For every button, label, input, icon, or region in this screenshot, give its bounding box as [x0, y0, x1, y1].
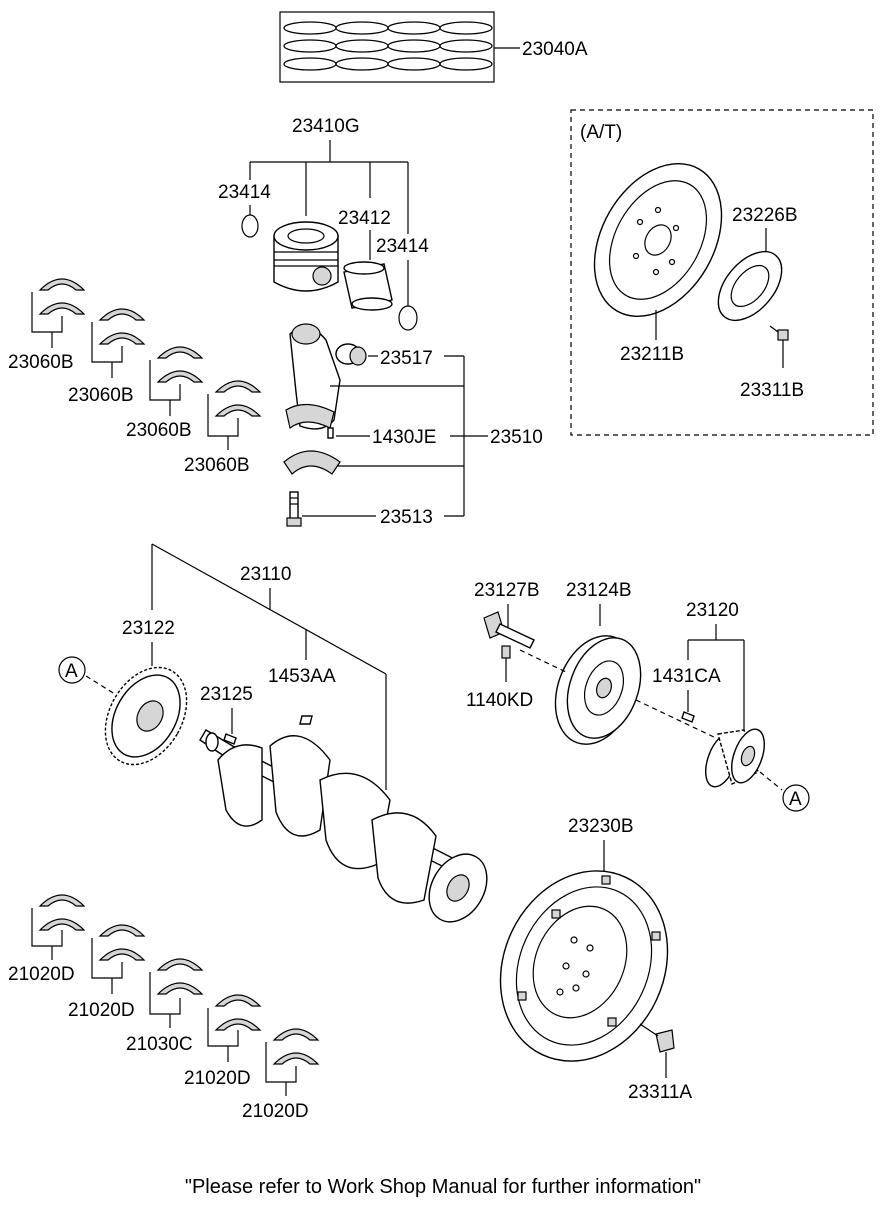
pulley-bolt[interactable]	[483, 611, 535, 649]
label-conrod-assy: 23510	[490, 427, 543, 448]
label-woodruff-key: 1431CA	[652, 666, 721, 687]
svg-text:A: A	[65, 661, 78, 682]
crank-sprocket[interactable]	[699, 725, 770, 791]
label-ring-set: 23040A	[522, 39, 588, 60]
flywheel-bolt[interactable]	[639, 1023, 675, 1053]
label-thrust-bearing: 21030C	[126, 1034, 193, 1055]
label-piston-pin: 23412	[338, 208, 391, 229]
at-heading: (A/T)	[580, 122, 622, 143]
main-bearing-4[interactable]	[265, 1028, 319, 1096]
conrod-bearing-2[interactable]	[91, 308, 145, 378]
piston-ring-set[interactable]	[279, 11, 520, 83]
piston-pin[interactable]	[343, 230, 393, 311]
main-bearing-1[interactable]	[31, 894, 85, 960]
label-adapter-plate: 23226B	[732, 205, 798, 226]
label-drive-plate: 23211B	[620, 344, 684, 365]
ref-a-right: A	[782, 784, 810, 812]
sprocket-assy-leader	[687, 624, 745, 732]
label-pulley-bolt: 23127B	[474, 580, 540, 601]
flywheel[interactable]	[470, 843, 698, 1088]
conrod-assy-leader	[330, 356, 465, 517]
label-sprocket-assy: 23120	[686, 600, 739, 621]
label-damper-pulley: 23124B	[566, 580, 632, 601]
drive-plate-bolt[interactable]	[769, 325, 789, 341]
thrust-bearing[interactable]	[149, 958, 203, 1028]
crankshaft[interactable]	[199, 729, 499, 932]
label-drive-plate-bolt: 23311B	[740, 380, 804, 401]
woodruff-key[interactable]	[681, 711, 695, 723]
label-conrod-bearing-4: 23060B	[184, 455, 250, 476]
snap-ring-left[interactable]	[241, 214, 259, 238]
label-flywheel: 23230B	[568, 816, 634, 837]
crankshaft-assy-leader	[151, 543, 387, 790]
label-snap-ring-left: 23414	[218, 182, 271, 203]
at-section-box	[570, 109, 874, 436]
label-main-bearing-1: 21020D	[8, 964, 75, 985]
main-bearing-3[interactable]	[207, 994, 261, 1062]
label-key-2: 1453AA	[268, 666, 336, 687]
label-main-bearing-4: 21020D	[242, 1101, 309, 1122]
label-flywheel-bolt: 23311A	[628, 1082, 692, 1103]
label-nut: 1430JE	[372, 427, 436, 448]
label-pin: 1140KD	[466, 690, 533, 711]
label-conrod-bearing-3: 23060B	[126, 420, 192, 441]
label-conrod-bearing-2: 23060B	[68, 385, 134, 406]
label-bolt: 23513	[380, 507, 433, 528]
connecting-rod[interactable]	[285, 323, 341, 430]
conrod-cap[interactable]	[283, 450, 341, 475]
label-key-1: 23125	[200, 684, 253, 705]
adapter-plate[interactable]	[706, 240, 794, 332]
label-conrod-bearing-1: 23060B	[8, 352, 74, 373]
conrod-nut[interactable]	[327, 427, 334, 439]
main-bearing-2[interactable]	[91, 924, 145, 994]
conrod-bolt[interactable]	[286, 491, 302, 527]
footer-note: "Please refer to Work Shop Manual for fu…	[184, 1176, 702, 1198]
label-bushing: 23517	[380, 348, 433, 369]
conrod-bushing[interactable]	[335, 343, 367, 366]
label-main-bearing-3: 21020D	[184, 1068, 251, 1089]
label-main-bearing-2: 21020D	[68, 1000, 135, 1021]
damper-pulley[interactable]	[541, 624, 654, 755]
ref-a-left: A	[58, 656, 119, 697]
conrod-bearing-1[interactable]	[31, 278, 85, 348]
label-piston-assy: 23410G	[292, 116, 360, 137]
label-snap-ring-right: 23414	[376, 236, 429, 257]
key-2[interactable]	[299, 715, 313, 725]
piston[interactable]	[273, 221, 339, 292]
snap-ring-right[interactable]	[398, 305, 418, 331]
label-crankshaft-assy: 23110	[240, 564, 291, 585]
key-1[interactable]	[223, 733, 237, 745]
svg-text:A: A	[789, 789, 802, 810]
conrod-bearing-4[interactable]	[207, 380, 261, 450]
conrod-bearing-3[interactable]	[149, 346, 203, 416]
drive-plate[interactable]	[569, 141, 748, 339]
piston-assy-leader	[249, 140, 409, 234]
crank-pin[interactable]	[501, 645, 511, 659]
label-gear: 23122	[122, 618, 175, 639]
crank-gear[interactable]	[89, 653, 203, 779]
